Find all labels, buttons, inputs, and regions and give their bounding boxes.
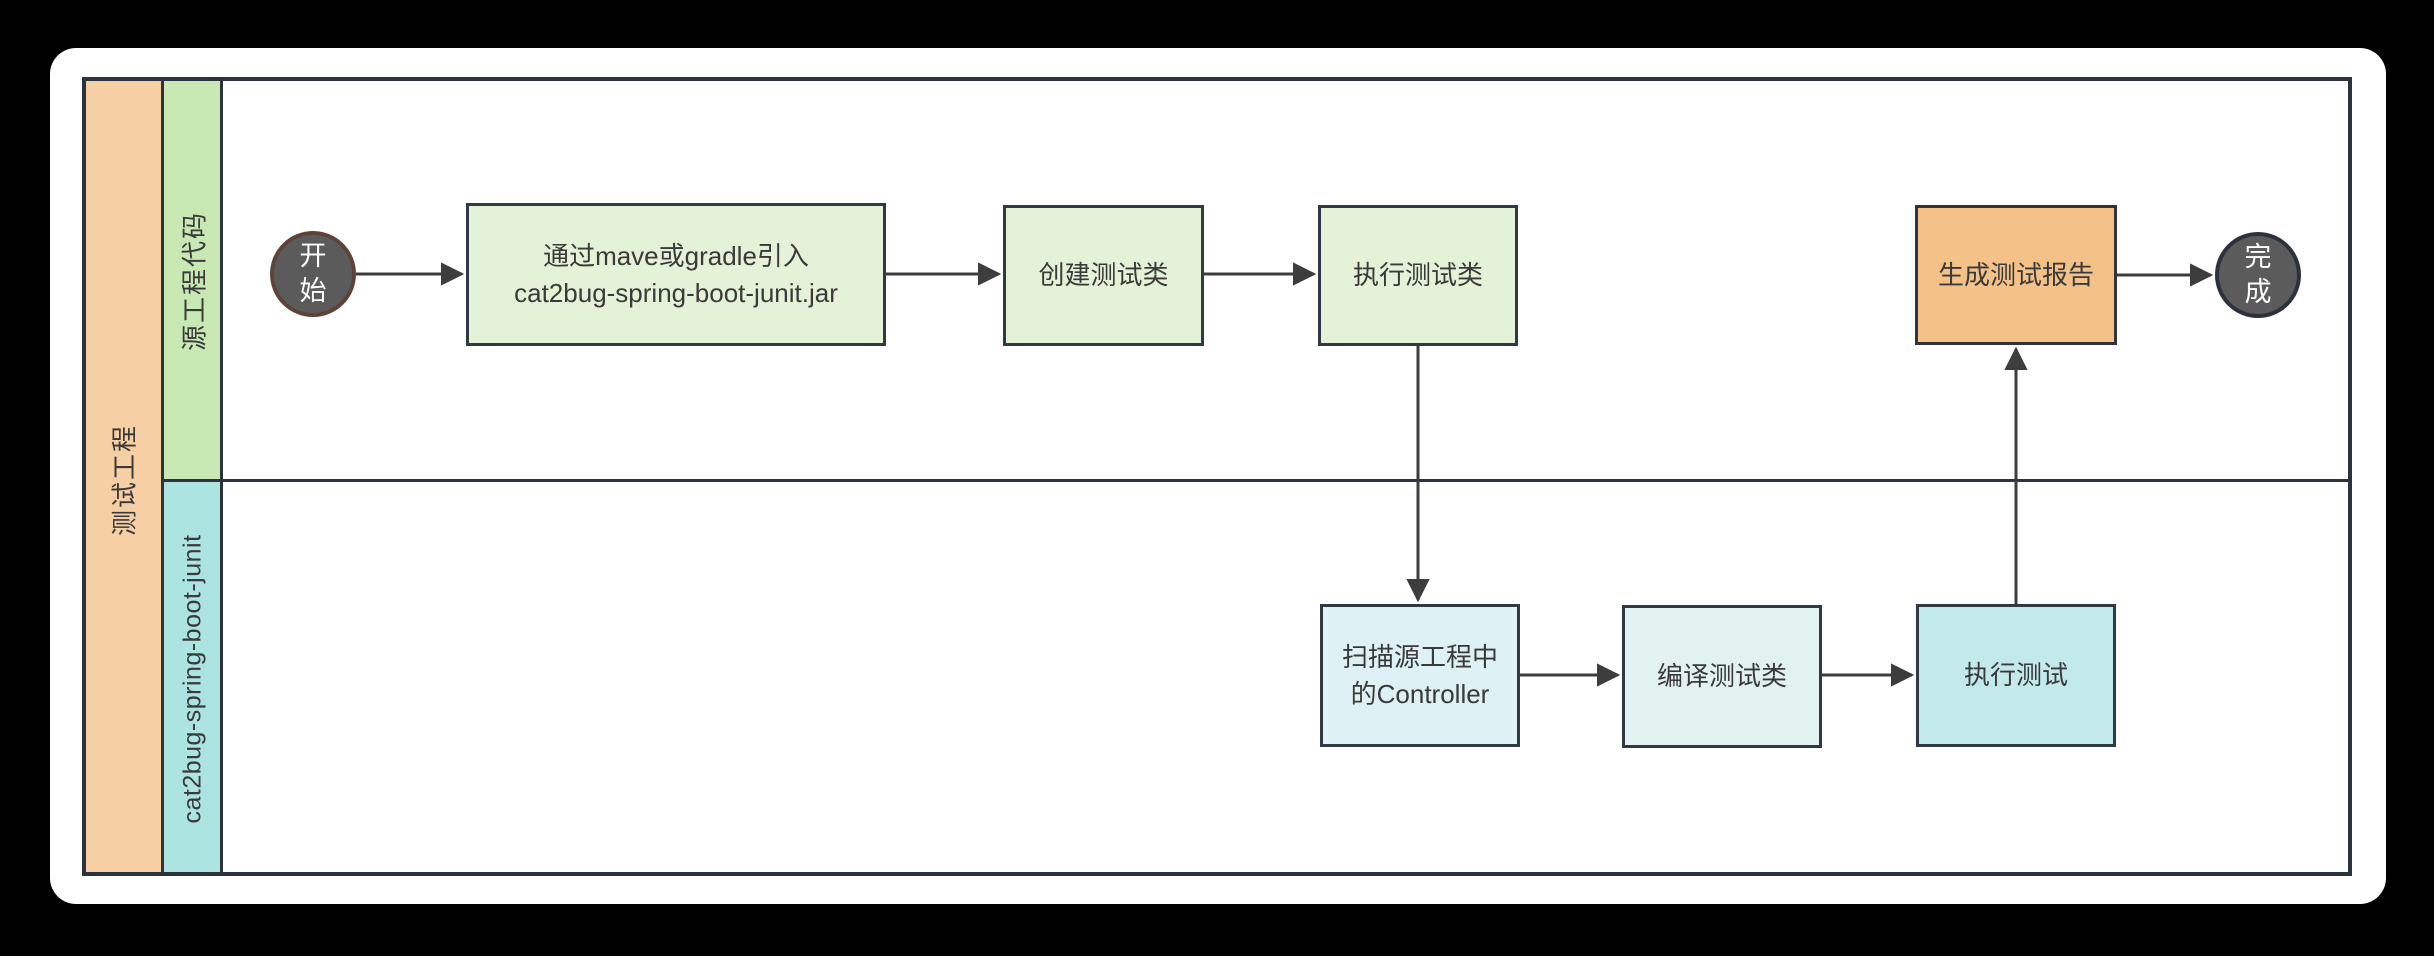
start-node: 开始: [270, 231, 356, 317]
lane-source-label: 源工程代码: [179, 210, 210, 352]
end-node-label: 完成: [2244, 241, 2272, 307]
node-run-test-class: 执行测试类: [1318, 205, 1518, 346]
node-run-test-label: 执行测试: [1963, 660, 2068, 691]
swimlane-header-source: [164, 81, 223, 481]
node-generate-report-label: 生成测试报告: [1937, 259, 2094, 290]
node-generate-report: 生成测试报告: [1915, 205, 2117, 345]
lane-junit-label: cat2bug-spring-boot-junit: [178, 534, 207, 824]
pool-test-project: 测试工程 源工程代码 cat2bug-spring-boot-junit 开始: [82, 77, 2352, 876]
pool-label: 测试工程: [109, 423, 140, 537]
diagram-canvas: 测试工程 源工程代码 cat2bug-spring-boot-junit 开始: [50, 48, 2386, 904]
start-node-label: 开始: [299, 240, 327, 306]
node-import-jar-label: 通过mave或gradle引入 cat2bug-spring-boot-juni…: [514, 241, 838, 308]
end-node: 完成: [2215, 232, 2301, 318]
node-compile-test-class-label: 编译测试类: [1656, 661, 1787, 692]
node-create-test-class-label: 创建测试类: [1038, 260, 1169, 291]
node-run-test-class-label: 执行测试类: [1352, 260, 1483, 291]
node-scan-controller-label: 扫描源工程中 的Controller: [1341, 642, 1498, 709]
pool-header-band: [86, 81, 164, 872]
node-create-test-class: 创建测试类: [1003, 205, 1204, 346]
swimlane-header-junit: [164, 481, 223, 872]
node-run-test: 执行测试: [1916, 604, 2116, 747]
lane-divider: [164, 479, 2348, 482]
node-compile-test-class: 编译测试类: [1622, 605, 1822, 748]
node-import-jar: 通过mave或gradle引入 cat2bug-spring-boot-juni…: [466, 203, 886, 346]
node-scan-controller: 扫描源工程中 的Controller: [1320, 604, 1520, 747]
